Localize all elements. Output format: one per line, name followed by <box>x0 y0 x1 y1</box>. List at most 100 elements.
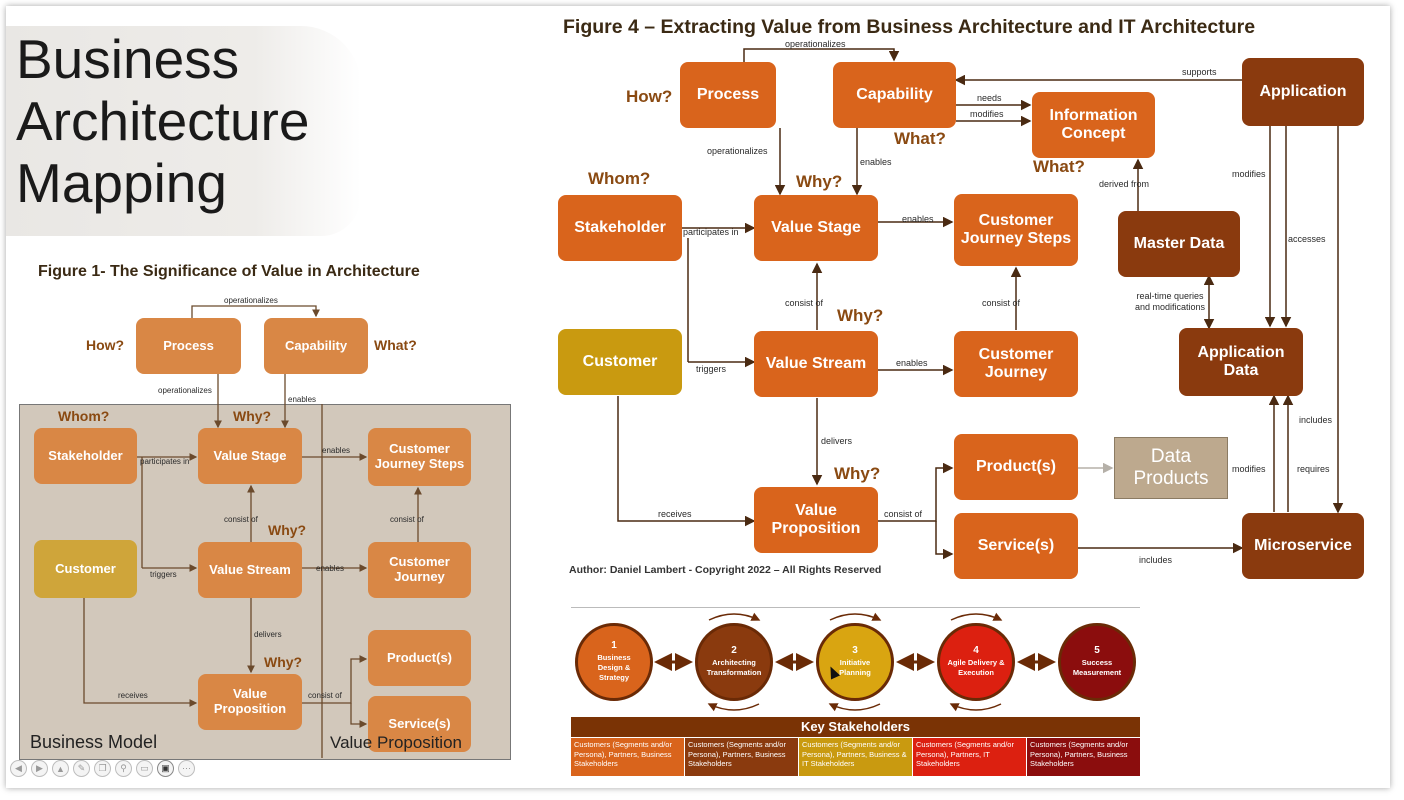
fig4-customer-journey-node: Customer Journey <box>954 331 1078 397</box>
fig4-data-products-node: Data Products <box>1114 437 1228 499</box>
key-stakeholders-header: Key Stakeholders <box>571 717 1140 737</box>
stakeholder-cell-1: Customers (Segments and/or Persona), Par… <box>571 738 684 776</box>
fig1-footer-business-model: Business Model <box>30 732 158 752</box>
fig4-label-needs: needs <box>977 93 1002 103</box>
fig1-question-what: What? <box>374 337 417 353</box>
fig1-label-operationalizes: operationalizes <box>158 386 212 395</box>
video-icon[interactable]: ▣ <box>157 760 174 777</box>
roadmap-step-3: 3 Initiative Planning <box>816 623 894 701</box>
fig1-question-why-3: Why? <box>264 654 303 670</box>
roadmap-step-1: 1 Business Design & Strategy <box>575 623 653 701</box>
fig4-label-operationalizes: operationalizes <box>707 146 768 156</box>
presentation-toolbar: ◀ ▶ ▲ ✎ ❐ ⚲ ▭ ▣ ⋯ <box>10 760 195 777</box>
zoom-icon[interactable]: ⚲ <box>115 760 132 777</box>
fig4-question-how: How? <box>626 87 673 106</box>
fig1-label-consist-of-1: consist of <box>224 515 258 524</box>
next-icon[interactable]: ▶ <box>31 760 48 777</box>
fig4-value-stage-node: Value Stage <box>754 195 878 261</box>
fig1-label-consist-of-2: consist of <box>390 515 424 524</box>
subtitles-icon[interactable]: ▭ <box>136 760 153 777</box>
fig4-label-enables-stream: enables <box>896 358 928 368</box>
fig1-label-consist-of-3: consist of <box>308 691 342 700</box>
fig4-label-delivers: delivers <box>821 436 853 446</box>
fig1-label-operationalizes-top: operationalizes <box>224 296 278 305</box>
fig1-title: Figure 1- The Significance of Value in A… <box>38 263 420 280</box>
fig4-label-accesses: accesses <box>1288 234 1326 244</box>
fig4-label-modifies-microservice: modifies <box>1232 464 1266 474</box>
fig1-label-delivers: delivers <box>254 630 282 639</box>
fig1-label-triggers: triggers <box>150 570 177 579</box>
fig1-question-why-1: Why? <box>233 408 272 424</box>
fig4-label-enables-value-stage: enables <box>902 214 934 224</box>
fig4-capability-node: Capability <box>833 62 956 128</box>
fig4-stakeholder-node: Stakeholder <box>558 195 682 261</box>
roadmap-step-5-number: 5 <box>1094 645 1100 656</box>
fig4-question-what-2: What? <box>1033 157 1085 176</box>
fig4-question-why-2: Why? <box>837 306 884 325</box>
roadmap-step-1-number: 1 <box>611 640 617 651</box>
roadmap-step-2-label: Architecting Transformation <box>706 658 762 677</box>
fig4-label-operationalizes-top: operationalizes <box>785 39 846 49</box>
fig4-author: Author: Daniel Lambert - Copyright 2022 … <box>569 564 882 576</box>
fig1-value-stage-node: Value Stage <box>198 428 302 484</box>
roadmap-step-3-label: Initiative Planning <box>839 658 871 677</box>
fig1-footer-value-proposition: Value Proposition <box>330 733 462 752</box>
stakeholder-cell-4: Customers (Segments and/or Persona), Par… <box>913 738 1026 776</box>
slide-title-line-1: Business <box>16 28 240 90</box>
fig4-microservice-node: Microservice <box>1242 513 1364 579</box>
title-brush-background <box>6 26 361 236</box>
fig1-label-enables-capability: enables <box>288 395 317 404</box>
fig1-value-proposition-node: Value Proposition <box>198 674 302 730</box>
fig4-process-node: Process <box>680 62 776 128</box>
roadmap-step-2: 2 Architecting Transformation <box>695 623 773 701</box>
home-icon[interactable]: ▲ <box>52 760 69 777</box>
fig1-question-whom: Whom? <box>58 408 110 424</box>
fig1-customer-journey-node: Customer Journey <box>368 542 471 598</box>
slide-title: Business Architecture Mapping <box>16 28 309 214</box>
fig4-application-data-node: Application Data <box>1179 328 1303 396</box>
fig4-value-stream-node: Value Stream <box>754 331 878 397</box>
roadmap-arrows <box>654 612 1056 712</box>
fig4-question-why-1: Why? <box>796 172 843 191</box>
roadmap-step-4-label: Agile Delivery & Execution <box>947 658 1005 677</box>
roadmap-step-2-number: 2 <box>731 645 737 656</box>
fig4-title: Figure 4 – Extracting Value from Busines… <box>563 16 1256 38</box>
fig4-label-triggers: triggers <box>696 364 727 374</box>
copy-icon[interactable]: ❐ <box>94 760 111 777</box>
roadmap-divider <box>571 607 1140 608</box>
fig4-question-whom: Whom? <box>588 169 651 188</box>
fig1-capability-node: Capability <box>264 318 368 374</box>
fig4-information-concept-node: Information Concept <box>1032 92 1155 158</box>
fig1-question-why-2: Why? <box>268 522 307 538</box>
fig4-question-what-1: What? <box>894 129 946 148</box>
fig4-services-node: Service(s) <box>954 513 1078 579</box>
fig4-label-derived-from: derived from <box>1099 179 1150 189</box>
stakeholder-cell-5: Customers (Segments and/or Persona), Par… <box>1027 738 1140 776</box>
fig4-label-receives: receives <box>658 509 692 519</box>
fig1-label-participates: participates in <box>140 457 190 466</box>
fig4-master-data-node: Master Data <box>1118 211 1240 277</box>
fig4-customer-node: Customer <box>558 329 682 395</box>
fig1-question-how: How? <box>86 337 125 353</box>
fig1-stakeholder-node: Stakeholder <box>34 428 137 484</box>
fig4-application-node: Application <box>1242 58 1364 126</box>
fig4-value-proposition-node: Value Proposition <box>754 487 878 553</box>
fig4-label-includes-services: includes <box>1139 555 1173 565</box>
stakeholder-cell-3: Customers (Segments and/or Persona), Par… <box>799 738 912 776</box>
slide: Business Architecture Mapping Figure 1- … <box>6 6 1390 788</box>
slide-title-line-3: Mapping <box>16 152 227 214</box>
fig4-label-supports: supports <box>1182 67 1217 77</box>
pen-icon[interactable]: ✎ <box>73 760 90 777</box>
fig4-label-consist-of-2: consist of <box>982 298 1021 308</box>
fig4-label-enables-capability: enables <box>860 157 892 167</box>
fig1-services-node: Service(s) <box>368 696 471 752</box>
fig4-label-modifies-info: modifies <box>970 109 1004 119</box>
fig4-label-participates: participates in <box>683 227 739 237</box>
fig1-label-receives: receives <box>118 691 148 700</box>
fig1-customer-node: Customer <box>34 540 137 598</box>
more-icon[interactable]: ⋯ <box>178 760 195 777</box>
fig1-value-stream-node: Value Stream <box>198 542 302 598</box>
fig4-question-why-3: Why? <box>834 464 881 483</box>
fig1-connectors <box>83 305 422 758</box>
prev-icon[interactable]: ◀ <box>10 760 27 777</box>
